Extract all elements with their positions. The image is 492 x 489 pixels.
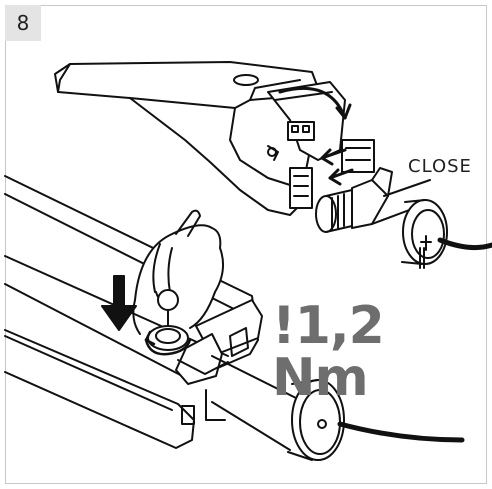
mounting-spigot-bottom (211, 355, 465, 461)
torque-value: !1,2 Nm (272, 296, 385, 408)
luminaire-head-open (54, 61, 375, 216)
hand-with-key (132, 209, 225, 356)
step-number: 8 (16, 11, 30, 35)
step-number-badge: 8 (5, 5, 41, 41)
close-rotation-arrow (278, 86, 354, 186)
push-down-arrow (101, 275, 137, 331)
mounting-spigot-top (315, 167, 492, 269)
close-label: CLOSE (408, 156, 472, 177)
